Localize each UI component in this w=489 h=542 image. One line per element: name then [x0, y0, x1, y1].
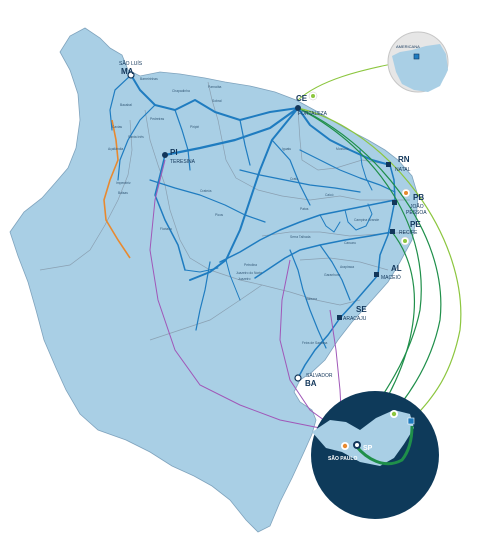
town-label: Picos: [215, 213, 223, 217]
town-label: Crateús: [200, 189, 212, 193]
pe-state-label: PE: [410, 220, 421, 229]
town-label: Imperatriz: [116, 181, 131, 185]
town-label: Piripiri: [190, 125, 199, 129]
town-label: Balsas: [118, 191, 128, 195]
fortaleza-city-label: FORTALEZA: [298, 111, 328, 117]
town-label: Patos: [300, 207, 309, 211]
town-label: Caruaru: [344, 241, 356, 245]
rn-state-label: RN: [398, 155, 410, 164]
town-label: Bacabal: [120, 103, 132, 107]
town-labels: Barreirinhas Bacabal Caxias Crateús Sobr…: [108, 77, 379, 345]
ce-state-label: CE: [296, 94, 308, 103]
town-label: Garanhuns: [324, 273, 341, 277]
town-label: Juazeiro do Norte: [236, 271, 262, 275]
northeast-region-shape: [9, 27, 419, 533]
road-network: [109, 74, 396, 379]
sao-paulo-state-label: SP: [363, 445, 373, 452]
town-label: Crato: [290, 177, 298, 181]
aracaju-city-label: ARACAJU: [343, 316, 367, 322]
sao-luis-city-label: SÃO LUÍS: [119, 60, 143, 67]
city-markers: [127, 71, 411, 382]
town-label: Arapiraca: [340, 265, 354, 269]
town-label: Santa Inês: [128, 135, 144, 139]
joao-pessoa-line1-label: JOÃO: [410, 203, 424, 210]
teresina-city-label: TERESINA: [170, 159, 196, 165]
maceio-city-label: MACEIÓ: [381, 274, 401, 281]
al-state-label: AL: [391, 264, 402, 273]
americana-label: AMERICANA: [396, 44, 420, 49]
se-state-label: SE: [356, 305, 367, 314]
route-purple-teresina: [149, 159, 331, 431]
town-label: Chapadinha: [172, 89, 190, 93]
natal-city-label: NATAL: [395, 167, 411, 173]
town-label: Iguatu: [282, 147, 291, 151]
sao-paulo-city-label: SÃO PAULO: [328, 455, 357, 462]
ba-state-label: BA: [305, 379, 317, 388]
recife-city-label: RECIFE: [399, 230, 418, 236]
americana-inset: AMERICANA: [387, 31, 449, 93]
town-label: Juazeiro: [238, 277, 251, 281]
americana-land-shape: [392, 44, 448, 92]
town-label: Pedreiras: [150, 117, 164, 121]
joao-pessoa-line2-label: PESSOA: [406, 210, 427, 216]
route-lime-fortaleza: [297, 107, 462, 421]
route-purple-interior: [279, 259, 336, 429]
town-label: Campina Grande: [354, 218, 379, 222]
town-label: Barreirinhas: [140, 77, 158, 81]
town-label: Caicó: [325, 193, 334, 197]
town-label: Mossoró: [336, 147, 349, 151]
town-label: Caxias: [112, 125, 122, 129]
town-label: Itabuna: [306, 297, 317, 301]
town-label: Petrolina: [244, 263, 257, 267]
city-labels: SÃO LUÍS MA CE FORTALEZA PI TERESINA RN …: [119, 60, 427, 388]
town-label: Feira de Santana: [302, 341, 327, 345]
town-label: Açailândia: [108, 147, 123, 151]
ma-state-label: MA: [121, 67, 134, 76]
sao-paulo-inset: SP SÃO PAULO: [311, 391, 439, 519]
salvador-city-label: SALVADOR: [306, 373, 333, 379]
route-orange: [103, 119, 131, 259]
sao-paulo-land-shape: [312, 410, 414, 466]
pi-state-label: PI: [170, 148, 178, 157]
town-label: Serra Talhada: [290, 235, 311, 239]
town-label: Floriano: [160, 227, 172, 231]
town-label: Sobral: [212, 99, 222, 103]
pb-state-label: PB: [413, 193, 424, 202]
town-label: Parnaíba: [208, 85, 222, 89]
